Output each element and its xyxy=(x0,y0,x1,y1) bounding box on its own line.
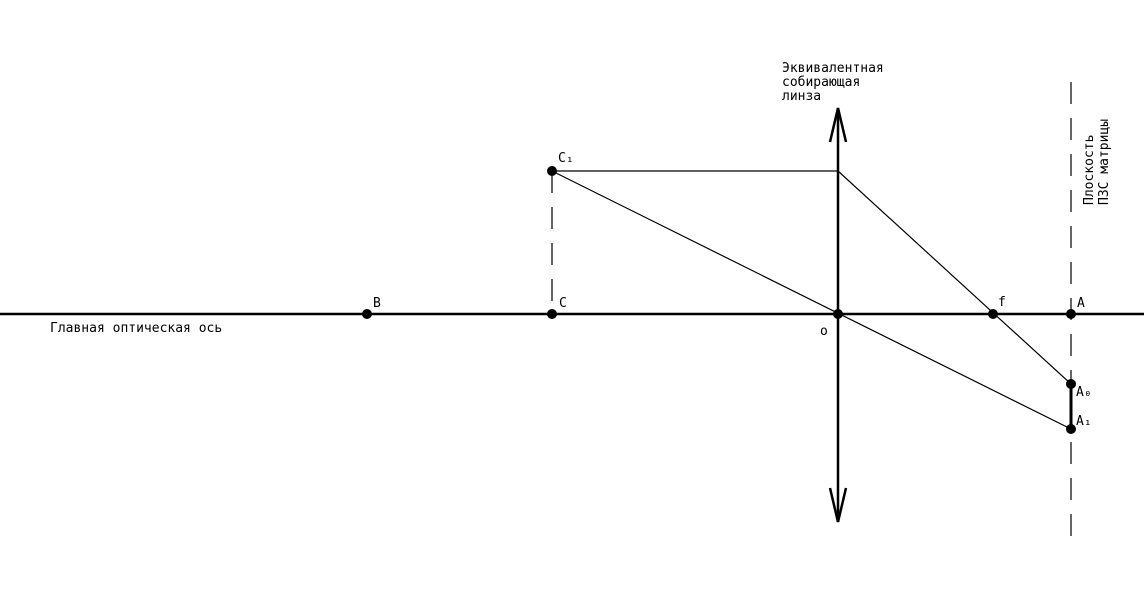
lens-arrow-top xyxy=(828,107,848,143)
label-C: C xyxy=(559,296,567,311)
point-B xyxy=(362,309,372,319)
label-A: A xyxy=(1077,296,1085,311)
lens-arrow-bottom xyxy=(828,487,848,523)
point-A xyxy=(1066,309,1076,319)
axis-label: Главная оптическая ось xyxy=(50,321,222,336)
label-O: o xyxy=(820,324,828,339)
lens-label-line-2: собирающая xyxy=(782,75,860,90)
point-O xyxy=(833,309,843,319)
ray-central xyxy=(551,170,1072,430)
label-C1: C₁ xyxy=(558,151,574,166)
point-A1 xyxy=(1066,424,1076,434)
label-A1: A₁ xyxy=(1076,414,1092,429)
point-f xyxy=(988,309,998,319)
plane-label-line-2: ПЗС матрицы xyxy=(1097,119,1112,205)
label-f: f xyxy=(998,295,1006,310)
point-A0 xyxy=(1066,379,1076,389)
point-C xyxy=(547,309,557,319)
label-A0: A₀ xyxy=(1076,385,1092,400)
point-C1 xyxy=(547,166,557,176)
lens-label-line-3: линза xyxy=(782,89,821,104)
ray-focal xyxy=(837,170,1072,385)
lens-label-line-1: Эквивалентная xyxy=(782,61,884,76)
plane-label-line-1: Плоскость xyxy=(1082,135,1097,205)
label-B: B xyxy=(373,296,381,311)
